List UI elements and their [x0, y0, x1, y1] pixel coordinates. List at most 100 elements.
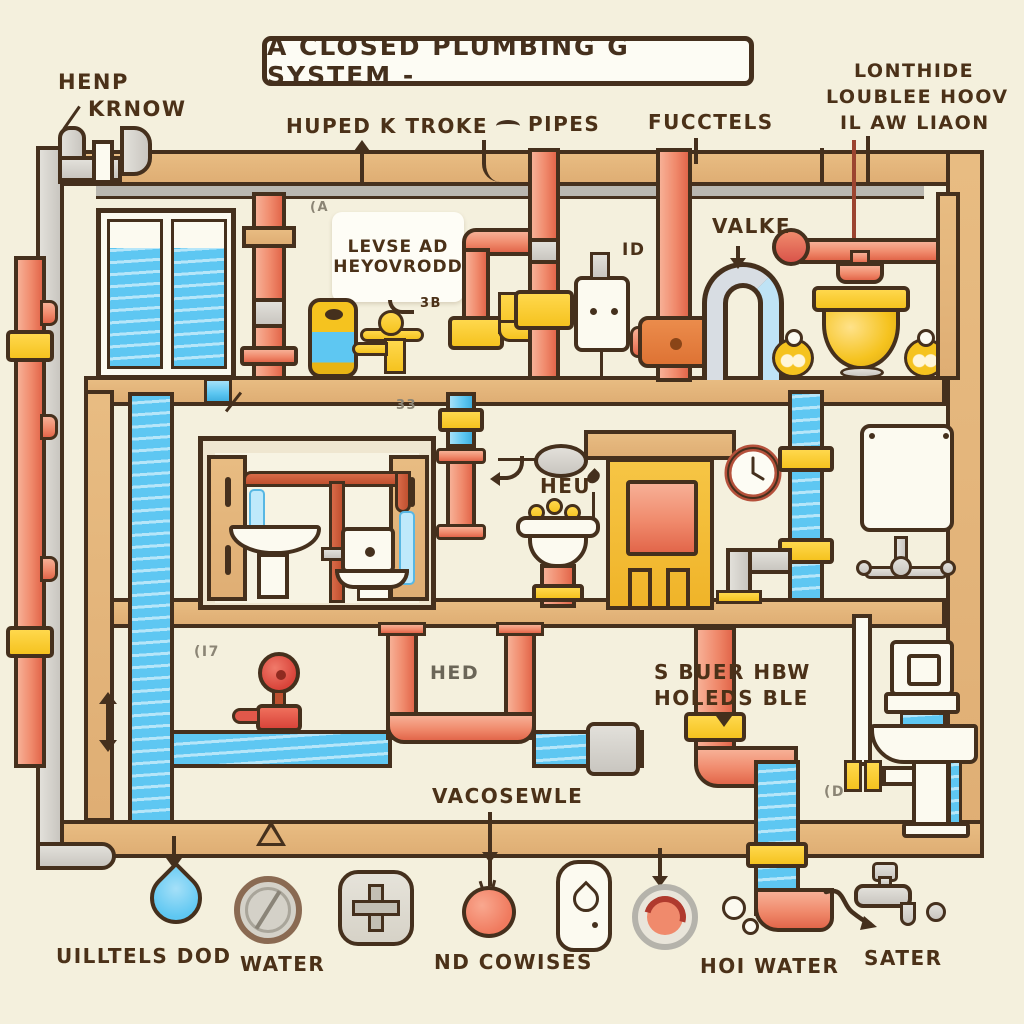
fucctels-line	[694, 138, 698, 164]
mirror-dot-2	[943, 433, 949, 439]
label-s-buer-hbw: S BUER HBW	[654, 660, 811, 684]
micro-label-b1: 3B	[420, 296, 442, 311]
alcove-toilet-bowl	[335, 569, 409, 589]
sbuer-arrow-head	[716, 716, 732, 727]
heu-hook-head	[490, 472, 500, 486]
basin-base	[840, 366, 884, 379]
label-henp: HENP	[58, 70, 129, 94]
lonthide-red-pointer	[852, 140, 856, 238]
gray-top-fitting-hook	[120, 126, 152, 176]
clock-icon	[724, 444, 782, 502]
gray-top-fitting-white-block	[92, 140, 114, 184]
dispenser-stem	[600, 352, 603, 378]
salmon-left-tab-3	[40, 556, 58, 582]
callout-hook	[388, 300, 414, 314]
sprayer-head	[836, 262, 884, 284]
mid-sink-bowl	[528, 534, 588, 568]
updown-arrow-shaft	[106, 702, 110, 742]
wood-post	[936, 192, 960, 380]
label-fucctels: FUCCTELS	[648, 110, 774, 134]
gray-pipe-bottom-elbow	[36, 842, 116, 870]
utrap-flange-right	[496, 622, 544, 636]
label-heu: HEU	[540, 474, 592, 498]
top-wall-gray-strip	[96, 186, 924, 199]
tank-water-left	[110, 248, 160, 366]
mid-salmon-flange-2	[436, 524, 486, 540]
alcove-toilet-tank	[341, 527, 395, 573]
valke-arrow-head	[730, 258, 746, 269]
copper-valve-block	[448, 316, 504, 350]
water-tank	[96, 208, 236, 380]
door	[606, 458, 714, 610]
pretzel-left	[772, 329, 814, 378]
label-valke: VALKE	[712, 214, 792, 238]
swirl-icon	[632, 884, 698, 950]
pretzel-left-knob	[785, 329, 803, 347]
blue-riser-coupling-top	[778, 446, 834, 472]
ball-sprig-2	[490, 879, 497, 891]
spray-pipe-bulb	[772, 228, 810, 266]
gray-elbow-base	[716, 590, 762, 604]
trap-arch	[707, 267, 779, 380]
updown-arrow-head-up	[99, 692, 117, 704]
drop-pipe-1-gray-band	[528, 238, 560, 264]
water-drop-icon	[139, 861, 213, 935]
callout-box: LEVSE AD HEYOVRODD	[332, 212, 464, 302]
label-loublee-hoov: LOUBLEE HOOV	[826, 86, 1009, 108]
salmon-drop-coupling	[684, 712, 746, 742]
waste-pipe-elbow	[754, 888, 834, 932]
label-il-aw-liaon: IL AW LIAON	[840, 112, 990, 134]
alcove-red-pipe-elbow	[395, 471, 411, 513]
salmon-left-coupling-bottom	[6, 626, 54, 658]
pipes-dash	[496, 120, 520, 132]
red-faucet-handle	[258, 652, 300, 694]
label-water: WATER	[240, 952, 326, 976]
salmon-left-tab-1	[40, 300, 58, 326]
pipes-hook	[482, 140, 502, 182]
basin-bowl	[822, 308, 900, 370]
bottle-icon	[556, 860, 612, 952]
label-nd-cowises: ND COWISES	[434, 950, 593, 974]
page-title: A CLOSED PLUMBING G SYSTEM -	[267, 32, 630, 90]
swirl-arc	[636, 888, 694, 946]
callout-line-2: HEYOVRODD	[333, 257, 463, 277]
gold-faucet-spout	[352, 342, 388, 356]
waste-pipe-coupling	[746, 842, 808, 868]
drop-pipe-1	[528, 148, 560, 380]
alcove	[198, 436, 436, 610]
heater-tank-window	[907, 654, 941, 686]
alcove-toilet-button	[365, 547, 375, 557]
riser-a-wood-coupling	[242, 226, 296, 248]
lamp-fixture	[308, 298, 358, 378]
bronze-fitting	[638, 316, 712, 368]
heater-supply-pipe	[852, 614, 872, 766]
salmon-left-tab-2	[40, 414, 58, 440]
swirl-line	[658, 848, 662, 878]
door-panel	[626, 480, 698, 556]
label-uilltels-dod: UILLTELS DOD	[56, 944, 232, 968]
door-slit-left	[628, 568, 652, 610]
swirl-core	[647, 899, 683, 935]
gold-faucet-body	[384, 338, 406, 374]
updown-arrow-head-down	[99, 740, 117, 752]
plus-icon-horizontal	[352, 900, 400, 916]
dispenser-body	[574, 276, 630, 352]
blue-riser	[788, 390, 824, 602]
tank-outlet	[204, 378, 232, 404]
tank-water-right	[174, 248, 224, 366]
huped-arrow-head	[354, 140, 370, 151]
water-stream-right	[399, 511, 415, 585]
heater-blue-strip	[948, 760, 962, 826]
bottle-dot	[592, 922, 598, 928]
heater-tank-base	[884, 692, 960, 714]
heater-shelf	[870, 724, 978, 764]
valve-knob-center	[890, 556, 912, 578]
heater-coupling-1	[844, 760, 862, 792]
drop-arrow-shaft	[172, 836, 176, 860]
mirror-dot-1	[869, 433, 875, 439]
micro-label-d1: (I7	[194, 644, 220, 660]
alcove-door-right-slit	[409, 477, 415, 507]
tank-pane-left	[107, 219, 163, 369]
riser-a-gray-band	[252, 298, 286, 328]
vacosewle-arrow-head	[482, 852, 498, 863]
